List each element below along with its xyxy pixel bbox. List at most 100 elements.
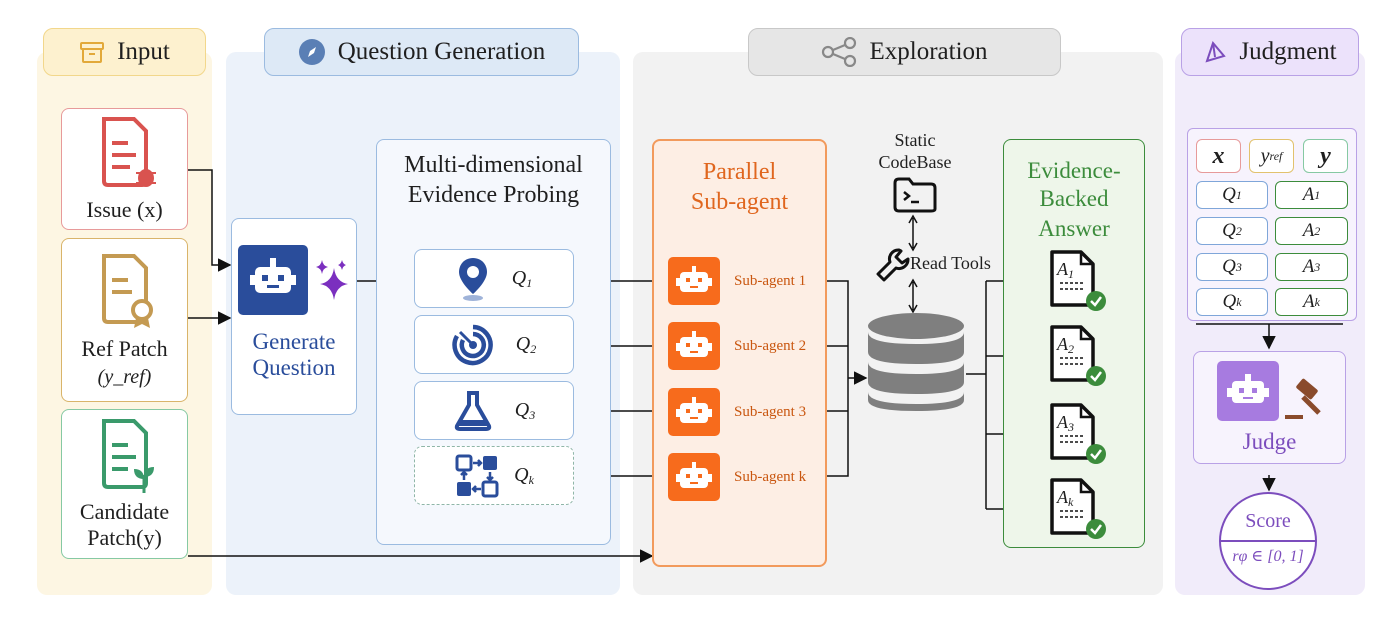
subagent-label-3: Sub-agent 3 (734, 403, 807, 420)
check-document-icon (1050, 478, 1106, 539)
evidence-title-3: Answer (1038, 216, 1110, 241)
answer-doc-3: A3 (1049, 402, 1109, 468)
question-index-1: 1 (526, 275, 533, 290)
input-header: Input (43, 28, 206, 76)
robot-icon (668, 388, 720, 436)
answer-doc-label-3: A3 (1057, 412, 1074, 434)
candidate-label-1: Candidate (79, 499, 170, 524)
generate-label-1: Generate (252, 328, 336, 354)
ref-patch-card: Ref Patch (y_ref) (61, 238, 188, 402)
question-item-1: Q1 (414, 249, 574, 308)
prism-icon (1205, 40, 1227, 63)
database-icon (868, 313, 964, 411)
answer-doc-index-2: 2 (1068, 342, 1074, 356)
score-divider (1221, 540, 1315, 542)
subagent-label-k: Sub-agent k (734, 468, 807, 485)
parallel-subagent-panel: Parallel Sub-agent (652, 139, 827, 567)
check-document-icon (1050, 403, 1106, 464)
judge-card: Judge (1193, 351, 1346, 464)
issue-card: Issue (x) (61, 108, 188, 230)
q-cell-index-k: k (1236, 294, 1242, 309)
exploration-title: Exploration (869, 38, 988, 65)
probing-title-2: Evidence Probing (407, 182, 580, 208)
a-cell-index-2: 2 (1314, 223, 1321, 238)
question-item-3: Q3 (414, 381, 574, 440)
probing-title-1: Multi-dimensional (404, 152, 583, 178)
robot-icon (668, 257, 720, 305)
subagent-label-2: Sub-agent 2 (734, 337, 807, 354)
issue-label: Issue (x) (86, 197, 163, 222)
archive-icon (80, 42, 105, 63)
question-index-3: 3 (529, 407, 536, 422)
a-cell-index-3: 3 (1314, 259, 1321, 274)
generate-question-card: Generate Question (231, 218, 357, 415)
answer-doc-index-1: 1 (1068, 267, 1074, 281)
answer-doc-1: A1 (1049, 249, 1109, 315)
header-cell-y: y (1303, 139, 1348, 173)
judge-label: Judge (1242, 428, 1297, 454)
input-title: Input (117, 38, 170, 65)
q-cell-index-1: 1 (1235, 187, 1242, 202)
q-cell-index-3: 3 (1235, 259, 1242, 274)
robot-icon (238, 244, 308, 315)
wrench-icon (876, 248, 910, 282)
answer-doc-k: Ak (1049, 477, 1109, 543)
question-label-2: Q2 (515, 332, 537, 356)
answer-doc-2: A2 (1049, 324, 1109, 390)
folder-terminal-icon (893, 177, 937, 213)
q-cell-index-2: 2 (1235, 223, 1242, 238)
subagent-row-1: Sub-agent 1 (668, 255, 828, 307)
compass-icon (298, 39, 325, 65)
question-generation-title: Question Generation (337, 38, 546, 65)
robot-icon (668, 453, 720, 501)
question-index-2: 2 (530, 341, 537, 356)
target-icon (452, 324, 493, 365)
judgment-title: Judgment (1239, 38, 1337, 65)
a-cell-index-1: 1 (1314, 187, 1321, 202)
question-label-1: Q1 (511, 266, 533, 290)
parallel-title-2: Sub-agent (690, 189, 789, 215)
header-cell-x: x (1196, 139, 1241, 173)
score-title: Score (1245, 510, 1291, 532)
a-cell-index-k: k (1314, 294, 1320, 309)
check-document-icon (1050, 250, 1106, 311)
answer-doc-index-k: k (1068, 495, 1074, 509)
read-tools-label: Read Tools (910, 253, 991, 273)
answer-doc-label-k: Ak (1057, 487, 1074, 509)
document-bug-icon (101, 117, 156, 187)
share-icon (822, 37, 857, 67)
subagent-row-3: Sub-agent 3 (668, 386, 828, 438)
document-badge-icon (101, 253, 153, 328)
document-sprout-icon (101, 419, 154, 493)
evidence-title-1: Evidence- (1027, 158, 1121, 183)
exploration-header: Exploration (748, 28, 1061, 76)
grid-arrows-icon (455, 454, 499, 497)
question-item-2: Q2 (414, 315, 574, 374)
question-label-3: Q3 (514, 398, 536, 422)
parallel-title-1: Parallel (702, 159, 777, 185)
evidence-title-2: Backed (1039, 186, 1109, 211)
robot-icon (1216, 360, 1279, 421)
subagent-row-2: Sub-agent 2 (668, 320, 828, 372)
gavel-icon (1284, 378, 1321, 419)
ref-patch-symbol: (y_ref) (97, 365, 152, 388)
map-pin-icon (458, 257, 487, 301)
header-cell-yref-subscript: ref (1269, 148, 1283, 163)
robot-icon (668, 322, 720, 370)
codebase-label-1: Static (894, 130, 936, 150)
answer-doc-index-3: 3 (1068, 420, 1074, 434)
score-formula: rφ ∈ [0, 1] (1232, 548, 1304, 565)
question-index-k: k (528, 472, 534, 487)
ref-patch-label: Ref Patch (81, 335, 168, 361)
answer-doc-label-2: A2 (1057, 334, 1074, 356)
check-document-icon (1050, 325, 1106, 386)
subagent-label-1: Sub-agent 1 (734, 272, 807, 289)
sparkle-icon (316, 259, 348, 300)
question-label-k: Qk (514, 463, 534, 487)
